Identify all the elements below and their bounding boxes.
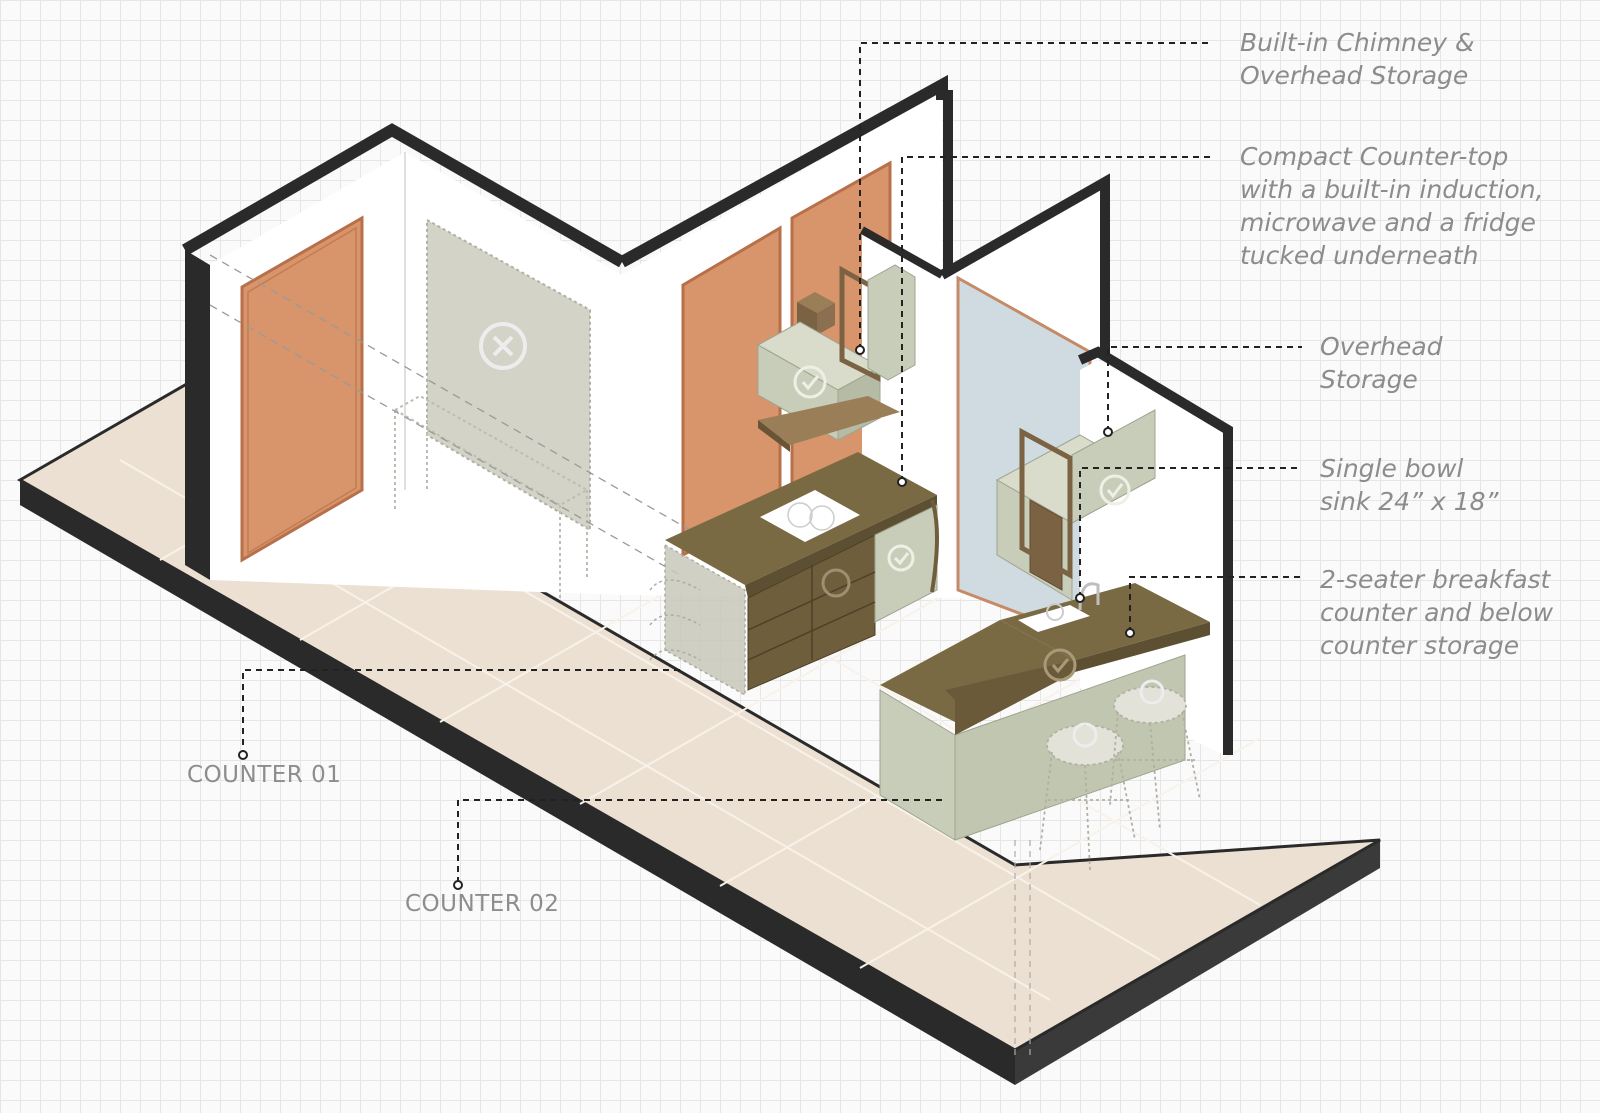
removed-side-shelf	[649, 543, 746, 697]
annotation-countertop: Compact Counter-top with a built-in indu…	[1240, 142, 1544, 270]
overhead-storage-cabinet	[995, 409, 1157, 601]
annotation-sink: Single bowl sink 24” x 18”	[1320, 454, 1499, 516]
leader-chimney	[855, 42, 1210, 355]
counter-01-label: COUNTER 01	[187, 762, 342, 788]
annotation-breakfast-counter: 2-seater breakfast counter and below cou…	[1320, 565, 1554, 660]
leader-counter-02	[453, 799, 942, 890]
leader-sink	[1075, 467, 1302, 603]
removed-table	[392, 394, 590, 600]
chimney-cabinet	[756, 264, 916, 452]
annotation-overhead-storage: Overhead Storage	[1320, 332, 1443, 394]
counter-02	[879, 582, 1210, 841]
leader-overhead	[1103, 346, 1302, 437]
leader-countertop	[897, 156, 1210, 487]
door-left	[240, 215, 364, 563]
leader-breakfast	[1125, 576, 1302, 638]
bar-stool-2	[1109, 686, 1201, 831]
counter-01	[649, 452, 939, 697]
annotation-chimney: Built-in Chimney & Overhead Storage	[1240, 28, 1475, 90]
leader-counter-01	[238, 669, 680, 760]
counter-02-label: COUNTER 02	[405, 891, 560, 917]
bar-stool-remove-icon	[1072, 679, 1165, 748]
